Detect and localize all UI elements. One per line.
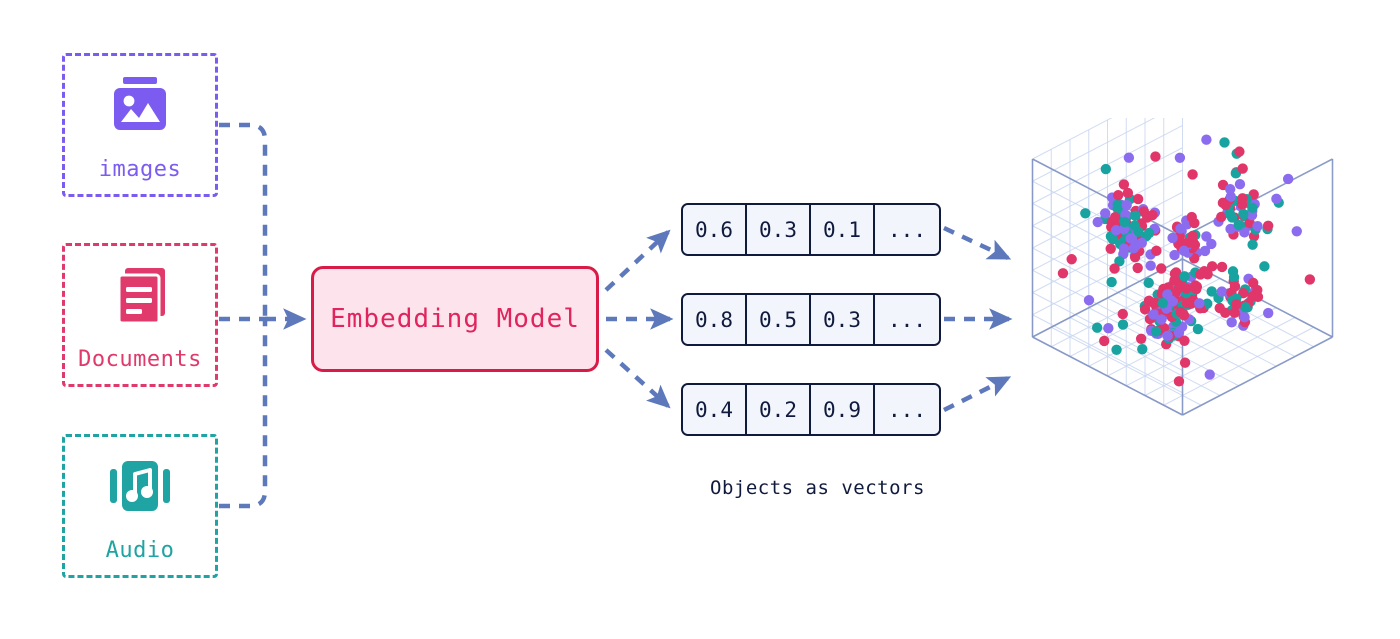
connector-vector-1-to-space [943,225,1012,261]
vector-cell-ellipsis: ... [875,205,939,254]
vector-cell: 0.1 [811,205,875,254]
vector-cell: 0.9 [811,385,875,434]
source-box-audio[interactable]: Audio [62,434,218,578]
vector-cell-ellipsis: ... [875,385,939,434]
connector-audio-to-model [219,319,268,509]
vector-space-cube [1031,118,1334,416]
documents-icon [104,259,176,331]
image-icon [104,69,176,141]
embedding-model-box[interactable]: Embedding Model [311,266,599,372]
connector-model-to-vector-1 [604,229,671,292]
vector-cell: 0.3 [747,205,811,254]
embedding-model-label: Embedding Model [330,304,580,334]
vector-row-1[interactable]: 0.6 0.3 0.1 ... [681,203,941,256]
source-box-images[interactable]: images [62,53,218,197]
vector-row-3[interactable]: 0.4 0.2 0.9 ... [681,383,941,436]
source-label-documents: Documents [78,346,202,372]
vector-row-2[interactable]: 0.8 0.5 0.3 ... [681,293,941,346]
connector-images-to-model [219,122,268,319]
vector-cell: 0.2 [747,385,811,434]
vector-cell-ellipsis: ... [875,295,939,344]
connector-model-to-vector-3 [604,348,671,409]
connector-vector-3-to-space [942,375,1012,413]
source-label-audio: Audio [105,537,175,563]
vector-cell: 0.8 [683,295,747,344]
vector-cell: 0.6 [683,205,747,254]
vector-cell: 0.5 [747,295,811,344]
audio-icon [104,450,176,522]
vectors-caption: Objects as vectors [710,477,925,499]
vector-cell: 0.3 [811,295,875,344]
vector-cell: 0.4 [683,385,747,434]
source-box-documents[interactable]: Documents [62,243,218,387]
source-label-images: images [98,156,182,182]
